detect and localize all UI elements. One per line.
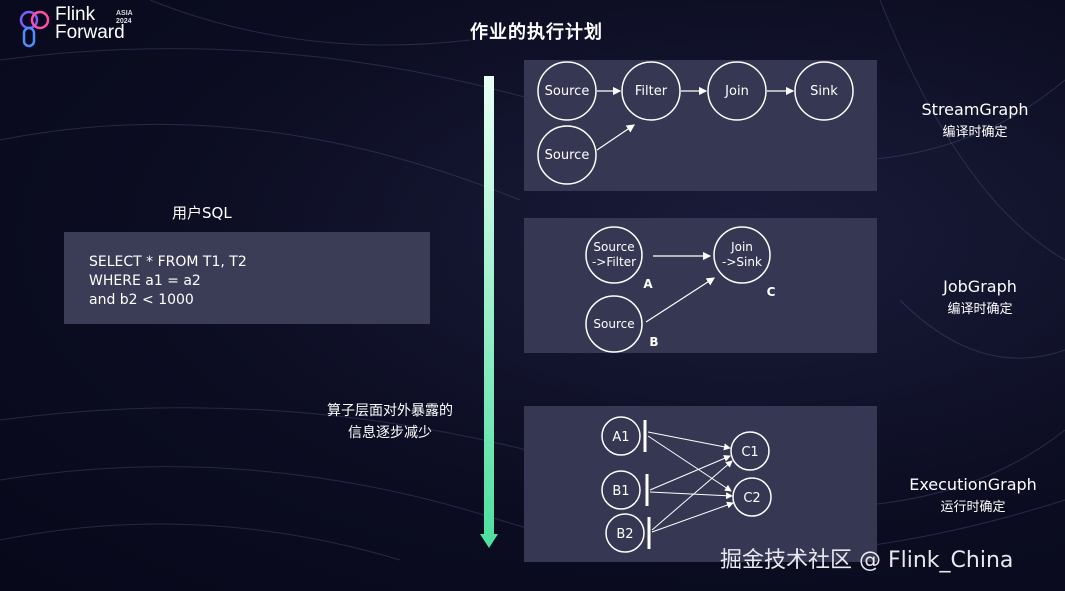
stream-graph-diagram: Source Filter Join Sink Source: [537, 61, 854, 185]
sql-box: SELECT * FROM T1, T2 WHERE a1 = a2 and b…: [64, 232, 430, 324]
job-node-c-line2: ->Sink: [722, 255, 762, 269]
job-node-b-line1: Source: [593, 317, 634, 331]
job-node-b-tag: B: [649, 335, 658, 349]
job-node-c-line1: Join: [730, 240, 753, 254]
execution-graph-diagram: A1 B1 B2 C1 C2: [601, 416, 772, 553]
logo-badge: ASIA 2024: [116, 10, 133, 25]
flink-forward-logo-icon: [19, 10, 50, 48]
sql-line: SELECT * FROM T1, T2: [89, 254, 247, 270]
stream-node-source: Source: [545, 84, 590, 99]
stream-node-filter: Filter: [635, 84, 668, 99]
exec-node-b1: B1: [612, 484, 629, 499]
job-graph-panel: [524, 218, 877, 353]
exec-node-c2: C2: [743, 491, 760, 506]
sql-line: and b2 < 1000: [89, 292, 194, 308]
job-node-a-tag: A: [643, 277, 653, 291]
exec-node-c1: C1: [741, 445, 758, 460]
stream-node-source-2: Source: [545, 148, 590, 163]
execution-graph-subtitle: 运行时确定: [940, 500, 1006, 515]
logo-wordmark: Flink Forward: [55, 4, 125, 43]
job-graph-diagram: Source ->Filter A Join ->Sink C Source B: [585, 226, 776, 353]
sql-label: 用户SQL: [172, 204, 232, 222]
job-node-a-line2: ->Filter: [592, 255, 636, 269]
exec-node-a1: A1: [612, 430, 629, 445]
job-node-a-line1: Source: [593, 240, 634, 254]
job-graph-subtitle: 编译时确定: [947, 302, 1013, 317]
watermark: 掘金技术社区 @ Flink_China: [720, 548, 1014, 573]
stream-graph-subtitle: 编译时确定: [942, 125, 1008, 140]
reduction-arrow: [480, 76, 498, 548]
job-graph-title: JobGraph: [943, 277, 1017, 296]
note-text: 算子层面对外暴露的 信息逐步减少: [327, 403, 453, 441]
execution-graph-title: ExecutionGraph: [909, 475, 1037, 494]
stream-node-sink: Sink: [810, 84, 838, 99]
execution-graph-panel: [524, 406, 877, 562]
stream-graph-panel: [524, 60, 877, 191]
stream-node-join: Join: [724, 84, 749, 99]
sql-line: WHERE a1 = a2: [89, 273, 201, 289]
job-node-c-tag: C: [767, 285, 776, 299]
exec-node-b2: B2: [616, 527, 633, 542]
stream-graph-title: StreamGraph: [921, 100, 1029, 119]
page-title: 作业的执行计划: [470, 22, 603, 43]
